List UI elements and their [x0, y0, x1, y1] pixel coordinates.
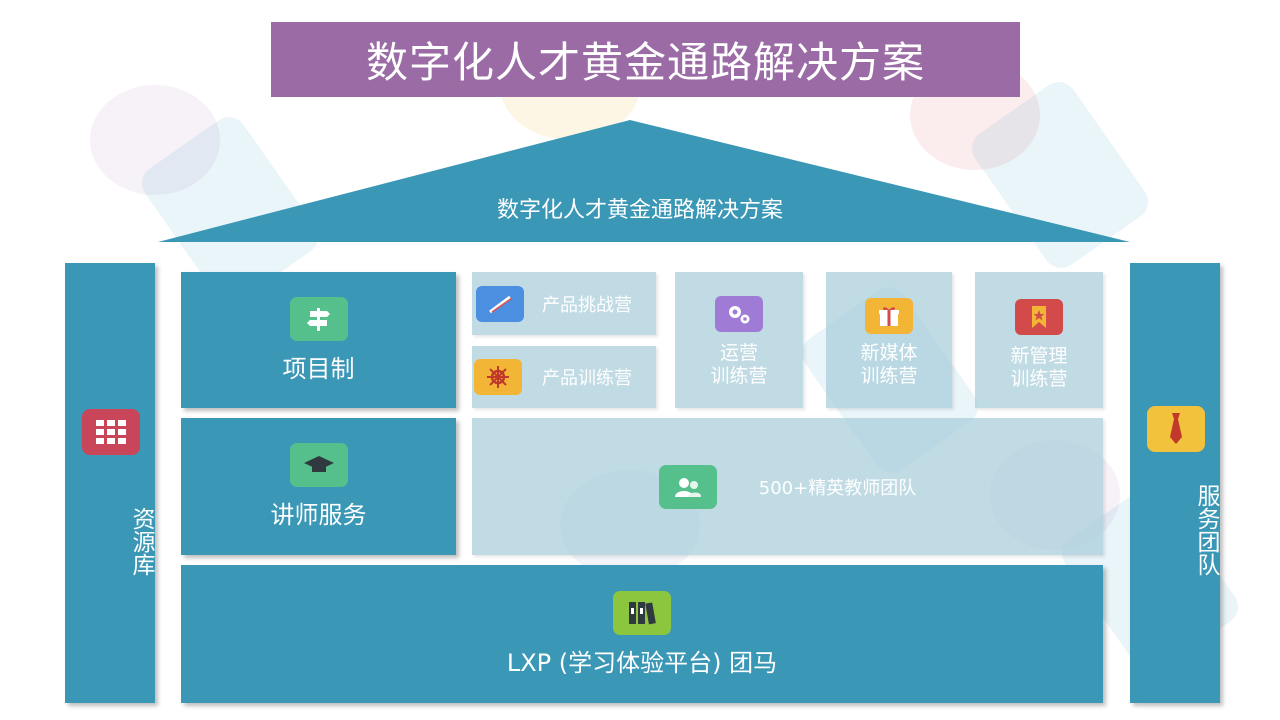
page-title: 数字化人才黄金通路解决方案	[271, 22, 1020, 97]
rocket-icon	[476, 285, 524, 322]
media-camp-label: 新媒体 训练营	[860, 342, 918, 387]
graduation-cap-icon	[289, 443, 348, 487]
signpost-icon	[289, 296, 348, 341]
mgmt-camp-label: 新管理 训练营	[1010, 345, 1068, 390]
project-module[interactable]: 项目制	[181, 272, 456, 408]
mgmt-camp-module[interactable]: 新管理 训练营	[975, 272, 1103, 408]
tie-icon	[1147, 406, 1205, 452]
platform-module[interactable]: LXP (学习体验平台) 团马	[181, 565, 1103, 703]
platform-label: LXP (学习体验平台) 团马	[506, 648, 778, 677]
books-icon	[613, 590, 671, 635]
gift-icon	[865, 298, 913, 334]
right-pillar-label: 服务团队	[1193, 483, 1219, 576]
helm-icon	[474, 359, 522, 395]
left-pillar: 资源库	[65, 263, 155, 703]
lecturer-label: 讲师服务	[270, 501, 367, 529]
training-camp-module[interactable]: 产品训练营	[472, 346, 656, 408]
ops-camp-label: 运营 训练营	[710, 342, 768, 387]
challenge-camp-label: 产品挑战营	[542, 294, 632, 316]
project-label: 项目制	[282, 354, 355, 383]
left-pillar-label: 资源库	[128, 506, 154, 576]
ops-camp-module[interactable]: 运营 训练营	[675, 272, 803, 408]
teachers-module[interactable]: 500+精英教师团队	[472, 418, 1103, 555]
challenge-camp-module[interactable]: 产品挑战营	[472, 272, 656, 335]
bookmark-icon	[1015, 299, 1063, 335]
training-camp-label: 产品训练营	[542, 368, 632, 389]
roof-label: 数字化人才黄金通路解决方案	[496, 198, 783, 223]
media-camp-module[interactable]: 新媒体 训练营	[826, 272, 952, 408]
right-pillar: 服务团队	[1130, 263, 1220, 703]
lecturer-module[interactable]: 讲师服务	[181, 418, 456, 555]
users-icon	[658, 464, 717, 509]
gears-icon	[715, 296, 763, 332]
teachers-label: 500+精英教师团队	[758, 477, 917, 499]
grid-icon	[82, 409, 140, 455]
